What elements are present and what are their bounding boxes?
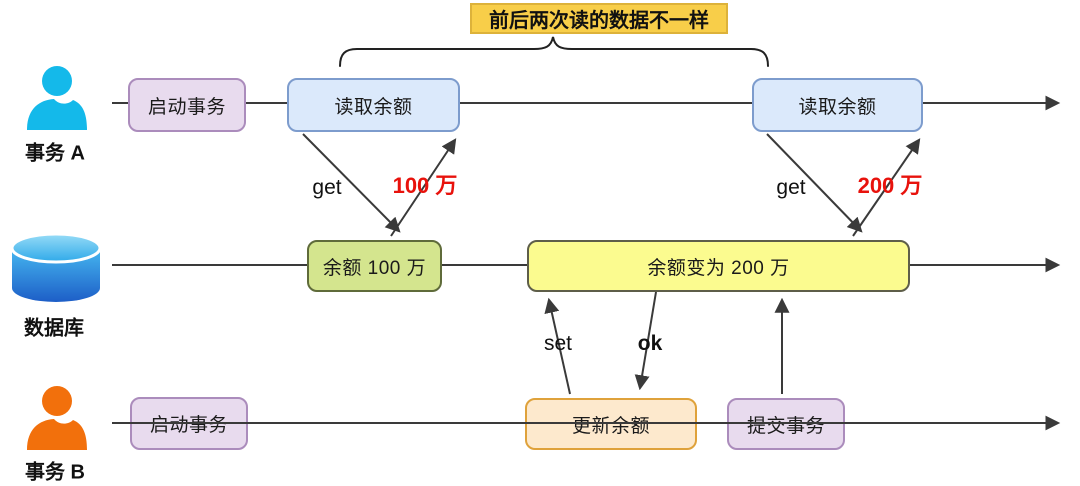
- actor-label-transaction-b: 事务 B: [25, 461, 85, 484]
- edge-label-ok: ok: [637, 332, 663, 355]
- edge-label-set: set: [543, 332, 573, 355]
- node-start-transaction-a: 启动事务: [128, 78, 246, 132]
- banner-note: 前后两次读的数据不一样: [470, 3, 728, 34]
- node-balance-200: 余额变为 200 万: [527, 240, 910, 292]
- person-icon: [27, 66, 87, 130]
- node-start-transaction-b: 启动事务: [130, 397, 248, 450]
- node-read-balance-1: 读取余额: [287, 78, 460, 132]
- node-balance-100: 余额 100 万: [307, 240, 442, 292]
- edge-label-result-right: 200 万: [857, 173, 923, 198]
- person-icon: [27, 386, 87, 450]
- edge-label-get-right: get: [776, 176, 806, 199]
- arrow-get-left: [302, 133, 401, 233]
- arrow-ok: [634, 291, 657, 391]
- actor-label-database: 数据库: [24, 317, 84, 340]
- node-read-balance-2: 读取余额: [752, 78, 923, 132]
- arrow-result-left: [390, 138, 457, 237]
- node-update-balance: 更新余额: [525, 398, 697, 450]
- actor-label-transaction-a: 事务 A: [25, 142, 85, 165]
- database-cylinder-icon: [10, 232, 102, 302]
- edge-label-get-left: get: [312, 176, 342, 199]
- arrow-set: [544, 297, 571, 395]
- arrow-result-right: [852, 138, 921, 237]
- node-commit-transaction: 提交事务: [727, 398, 845, 450]
- edge-label-result-left: 100 万: [392, 173, 458, 198]
- arrow-get-right: [766, 133, 863, 233]
- brace: [339, 36, 769, 67]
